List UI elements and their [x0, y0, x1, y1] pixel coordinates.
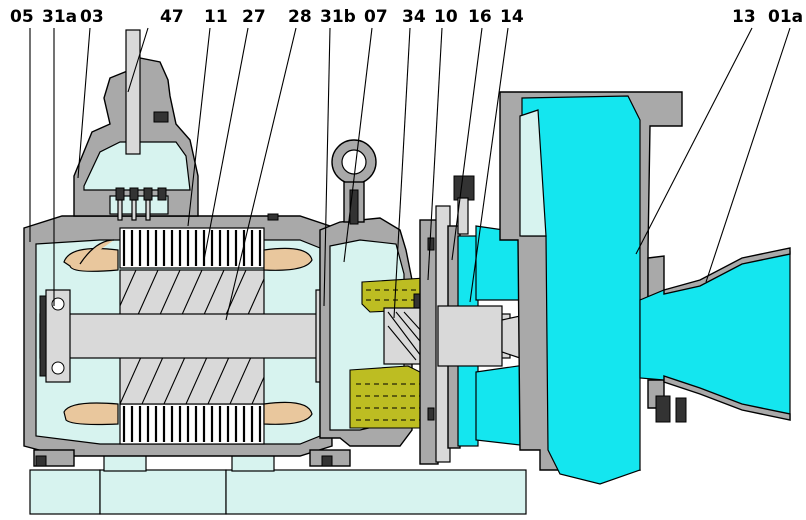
- stator-windings: [63, 239, 313, 426]
- label-28: 28: [288, 7, 312, 27]
- terminal-studs: [115, 187, 167, 221]
- label-05: 05: [10, 7, 34, 27]
- pump-casing: [499, 91, 683, 485]
- stator-laminations: [122, 230, 262, 442]
- terminal-box: [73, 29, 199, 221]
- label-47: 47: [160, 7, 184, 27]
- base-plate: [29, 444, 527, 515]
- label-10: 10: [434, 7, 458, 27]
- suction-nozzle: [639, 247, 791, 423]
- label-11: 11: [204, 7, 228, 27]
- bearing-31a: [39, 289, 71, 383]
- label-34: 34: [402, 7, 426, 27]
- label-03: 03: [80, 7, 104, 27]
- leader-lines: [29, 27, 791, 321]
- label-13: 13: [732, 7, 756, 27]
- rotor-bar-line: [120, 270, 137, 308]
- rotor-bar-line: [251, 375, 264, 404]
- label-01a: 01a: [768, 7, 803, 27]
- label-07: 07: [364, 7, 388, 27]
- label-27: 27: [242, 7, 266, 27]
- label-14: 14: [500, 7, 524, 27]
- label-16: 16: [468, 7, 492, 27]
- label-31b: 31b: [320, 7, 356, 27]
- stator-core: [119, 227, 265, 445]
- part-labels: 05 31a 03 47 11 27 28 31b 07 34 10 16 14…: [10, 7, 803, 27]
- label-31a: 31a: [42, 7, 77, 27]
